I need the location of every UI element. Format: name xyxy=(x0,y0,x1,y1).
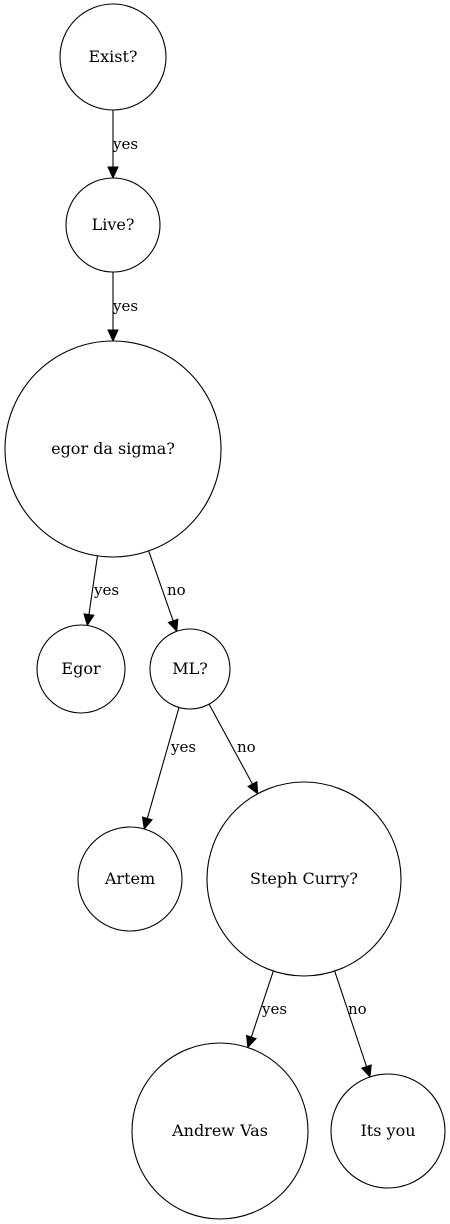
edge-line xyxy=(334,970,368,1067)
arrowhead-icon xyxy=(360,1064,372,1079)
node-artem: Artem xyxy=(77,826,183,932)
edge-egor_sigma-to-egor: yes xyxy=(83,555,119,627)
node-andrew: Andrew Vas xyxy=(131,1042,309,1220)
edge-label-yes: yes xyxy=(261,1000,287,1018)
edge-label-yes: yes xyxy=(170,738,196,756)
node-label: Live? xyxy=(92,215,135,234)
node-live: Live? xyxy=(65,177,161,273)
node-ml: ML? xyxy=(149,628,231,710)
edge-ml-to-artem: yes xyxy=(141,707,196,831)
node-circle xyxy=(59,3,167,111)
node-steph: Steph Curry? xyxy=(206,781,402,977)
arrowhead-icon xyxy=(107,166,119,180)
node-circle xyxy=(65,177,161,273)
node-label: Artem xyxy=(104,869,155,888)
node-label: ML? xyxy=(172,659,208,678)
node-circle xyxy=(149,628,231,710)
arrowhead-icon xyxy=(167,618,179,633)
edge-label-yes: yes xyxy=(112,297,138,315)
node-label: egor da sigma? xyxy=(51,439,175,458)
edge-label-yes: yes xyxy=(93,581,119,599)
arrowhead-icon xyxy=(247,780,259,795)
arrowhead-icon xyxy=(83,613,95,627)
node-egor: Egor xyxy=(36,624,126,714)
node-circle xyxy=(4,340,222,558)
node-label: Andrew Vas xyxy=(171,1121,268,1140)
edge-steph-to-its_you: no xyxy=(334,970,372,1079)
edge-steph-to-andrew: yes xyxy=(245,970,287,1049)
edge-live-to-egor_sigma: yes xyxy=(107,272,138,343)
edge-label-no: no xyxy=(167,581,186,599)
node-circle xyxy=(77,826,183,932)
edge-label-no: no xyxy=(237,738,256,756)
node-circle xyxy=(206,781,402,977)
node-label: Steph Curry? xyxy=(250,869,358,888)
node-exist: Exist? xyxy=(59,3,167,111)
arrowhead-icon xyxy=(107,329,119,343)
node-circle xyxy=(330,1073,446,1189)
edge-ml-to-steph: no xyxy=(208,703,259,795)
edge-exist-to-live: yes xyxy=(107,110,138,180)
node-circle xyxy=(131,1042,309,1220)
edge-line xyxy=(250,970,274,1038)
node-label: Egor xyxy=(61,659,101,678)
edge-label-yes: yes xyxy=(112,135,138,153)
edge-label-no: no xyxy=(348,1000,367,1018)
edge-line xyxy=(146,707,180,819)
edge-egor_sigma-to-ml: no xyxy=(148,550,186,633)
edge-line xyxy=(208,703,253,785)
node-label: Exist? xyxy=(88,47,137,66)
arrowhead-icon xyxy=(245,1034,257,1049)
edges-layer: yes yes yes no yes no yes no xyxy=(83,110,372,1079)
node-label: Its you xyxy=(360,1121,415,1140)
nodes-layer: Exist? Live? egor da sigma? Egor ML? Artem Ste… xyxy=(4,3,446,1220)
edge-line xyxy=(148,550,174,622)
arrowhead-icon xyxy=(141,816,153,831)
edge-line xyxy=(88,555,98,615)
node-its-you: Its you xyxy=(330,1073,446,1189)
node-egor-sigma: egor da sigma? xyxy=(4,340,222,558)
node-circle xyxy=(36,624,126,714)
